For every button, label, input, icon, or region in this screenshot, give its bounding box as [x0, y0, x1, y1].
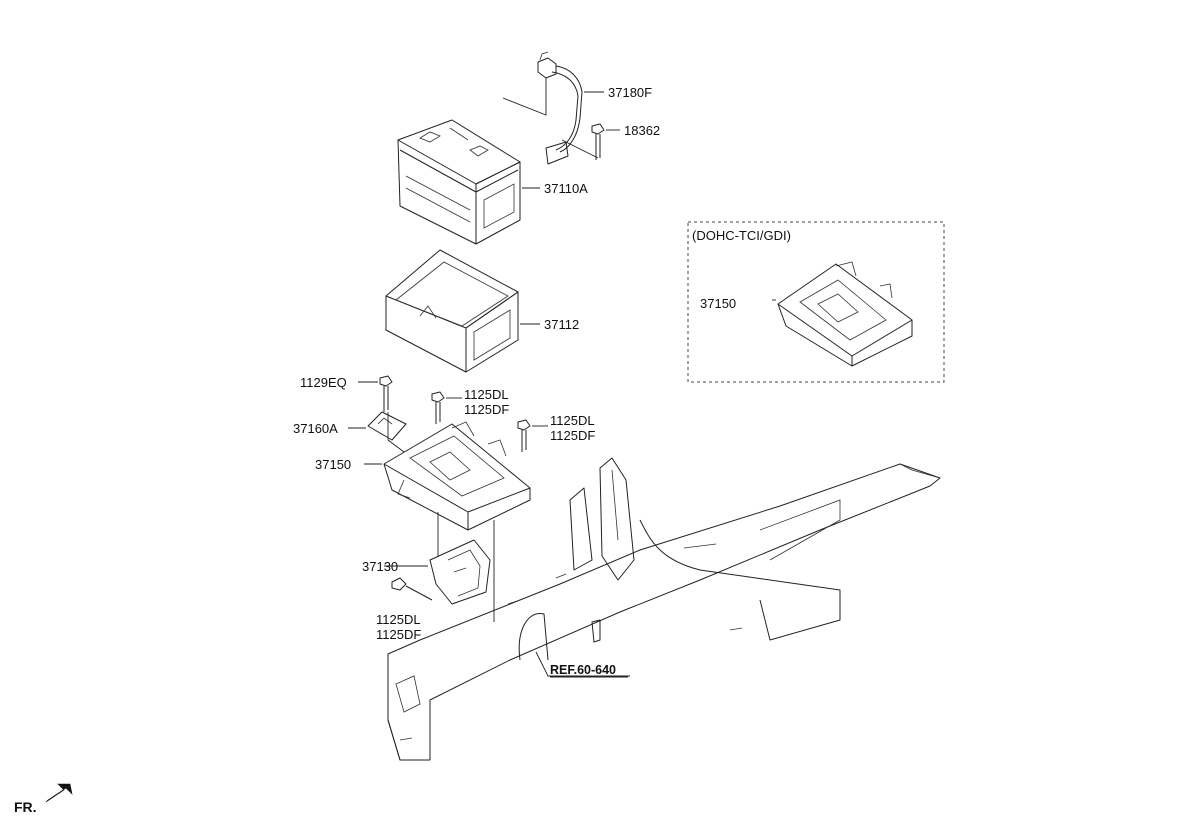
- callout-1129eq: 1129EQ: [300, 375, 347, 390]
- callout-37150: 37150: [315, 457, 351, 472]
- callout-1125dl-right: 1125DL: [550, 413, 595, 428]
- callout-37110a: 37110A: [544, 181, 588, 196]
- harness-leader-line: [502, 78, 547, 116]
- vehicle-body-frame: [387, 457, 941, 761]
- tray-bracket: [429, 539, 491, 605]
- battery-cable-harness: [537, 51, 583, 165]
- bolt-1125dl-low: [391, 577, 433, 601]
- callout-1125df-right: 1125DF: [550, 428, 595, 443]
- callout-37112: 37112: [544, 317, 579, 332]
- reference-label[interactable]: REF.60-640: [550, 663, 616, 677]
- callout-1125dl-mid: 1125DL: [464, 387, 509, 402]
- variant-title: (DOHC-TCI/GDI): [692, 228, 791, 243]
- variant-callout-37150: 37150: [700, 296, 736, 311]
- callout-18362: 18362: [624, 123, 660, 138]
- callout-1125df-mid: 1125DF: [464, 402, 509, 417]
- bolt-1129eq: [379, 375, 393, 412]
- callout-37180f: 37180F: [608, 85, 652, 100]
- variant-box: [687, 221, 945, 383]
- battery-insulator: [385, 249, 519, 373]
- callout-37130: 37130: [362, 559, 398, 574]
- bolt-18362: [591, 123, 605, 160]
- callout-1125dl-low: 1125DL: [376, 612, 421, 627]
- variant-battery-tray: [777, 261, 913, 367]
- battery-clamp: [367, 411, 407, 441]
- battery-tray: [383, 421, 531, 531]
- bolt-1125dl-right: [517, 419, 531, 452]
- front-direction-label: FR.: [14, 799, 37, 815]
- front-direction-arrow: [45, 783, 73, 803]
- callout-1125df-low: 1125DF: [376, 627, 421, 642]
- battery: [397, 119, 521, 245]
- bolt-1125dl-mid: [431, 391, 445, 424]
- callout-37160a: 37160A: [293, 421, 338, 436]
